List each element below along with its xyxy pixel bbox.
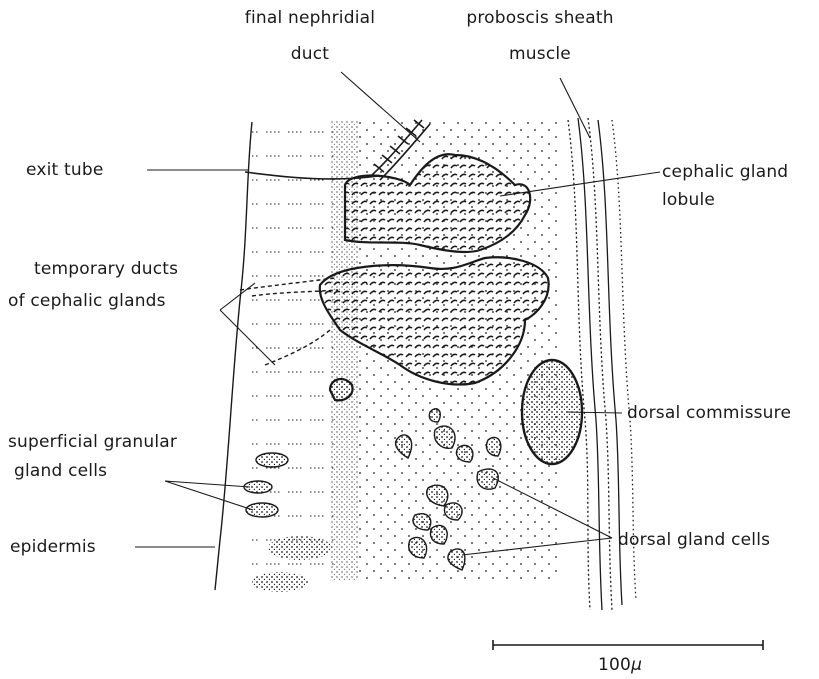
label-proboscis-sheath-muscle-line1: proboscis sheath [445, 8, 635, 28]
label-cephalic-gland-lobule: cephalic gland lobule [662, 162, 788, 210]
leader-proboscis-sheath-muscle [560, 78, 590, 138]
epidermis-region [215, 122, 335, 590]
scale-bar-value: 100 [598, 655, 631, 675]
label-epidermis: epidermis [10, 537, 96, 557]
label-superficial-gland-cells-line1: superficial granular [8, 432, 177, 452]
scale-bar-unit: μ [631, 655, 642, 675]
label-proboscis-sheath-muscle: proboscis sheath muscle [445, 8, 635, 64]
label-temporary-ducts: temporary ducts of cephalic glands [34, 259, 178, 311]
label-final-nephridial-duct-line2: duct [215, 44, 405, 64]
label-dorsal-commissure: dorsal commissure [627, 403, 791, 423]
label-cephalic-gland-lobule-line2: lobule [662, 190, 788, 210]
label-superficial-gland-cells-line2: gland cells [14, 461, 177, 481]
label-exit-tube: exit tube [26, 160, 104, 180]
label-final-nephridial-duct: final nephridial duct [215, 8, 405, 64]
label-dorsal-gland-cells: dorsal gland cells [618, 530, 770, 550]
scale-bar [493, 640, 763, 650]
scale-bar-label: 100μ [598, 655, 642, 675]
leader-superficial-gland-cells [165, 481, 253, 510]
label-superficial-granular-gland-cells: superficial granular gland cells [8, 432, 177, 481]
label-final-nephridial-duct-line1: final nephridial [215, 8, 405, 28]
label-cephalic-gland-lobule-line1: cephalic gland [662, 162, 788, 182]
label-temporary-ducts-line1: temporary ducts [34, 259, 178, 279]
label-proboscis-sheath-muscle-line2: muscle [445, 44, 635, 64]
label-temporary-ducts-line2: of cephalic glands [8, 291, 178, 311]
